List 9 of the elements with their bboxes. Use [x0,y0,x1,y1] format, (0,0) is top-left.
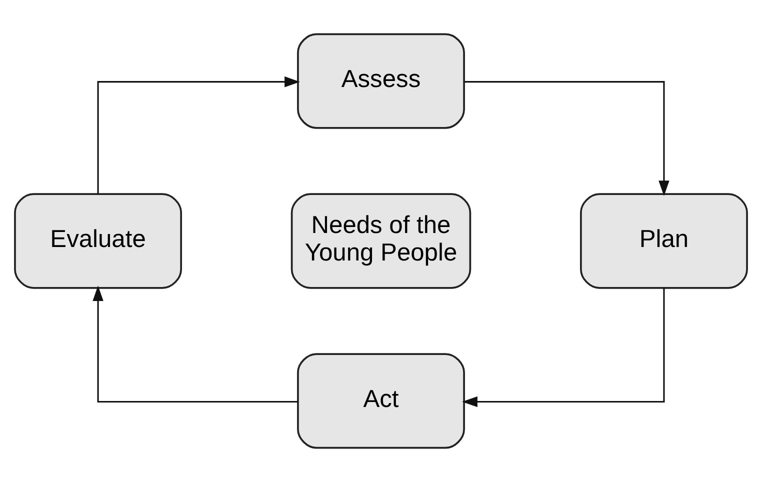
node-box: Evaluate [14,192,182,288]
arrow [464,80,670,196]
node-box: Needs of the Young People [290,192,472,288]
arrow [462,287,665,407]
node-box: Assess [297,32,465,128]
arrow [92,285,298,402]
node-box: Act [297,352,465,448]
node-box: Plan [580,192,748,288]
arrow [97,76,300,194]
